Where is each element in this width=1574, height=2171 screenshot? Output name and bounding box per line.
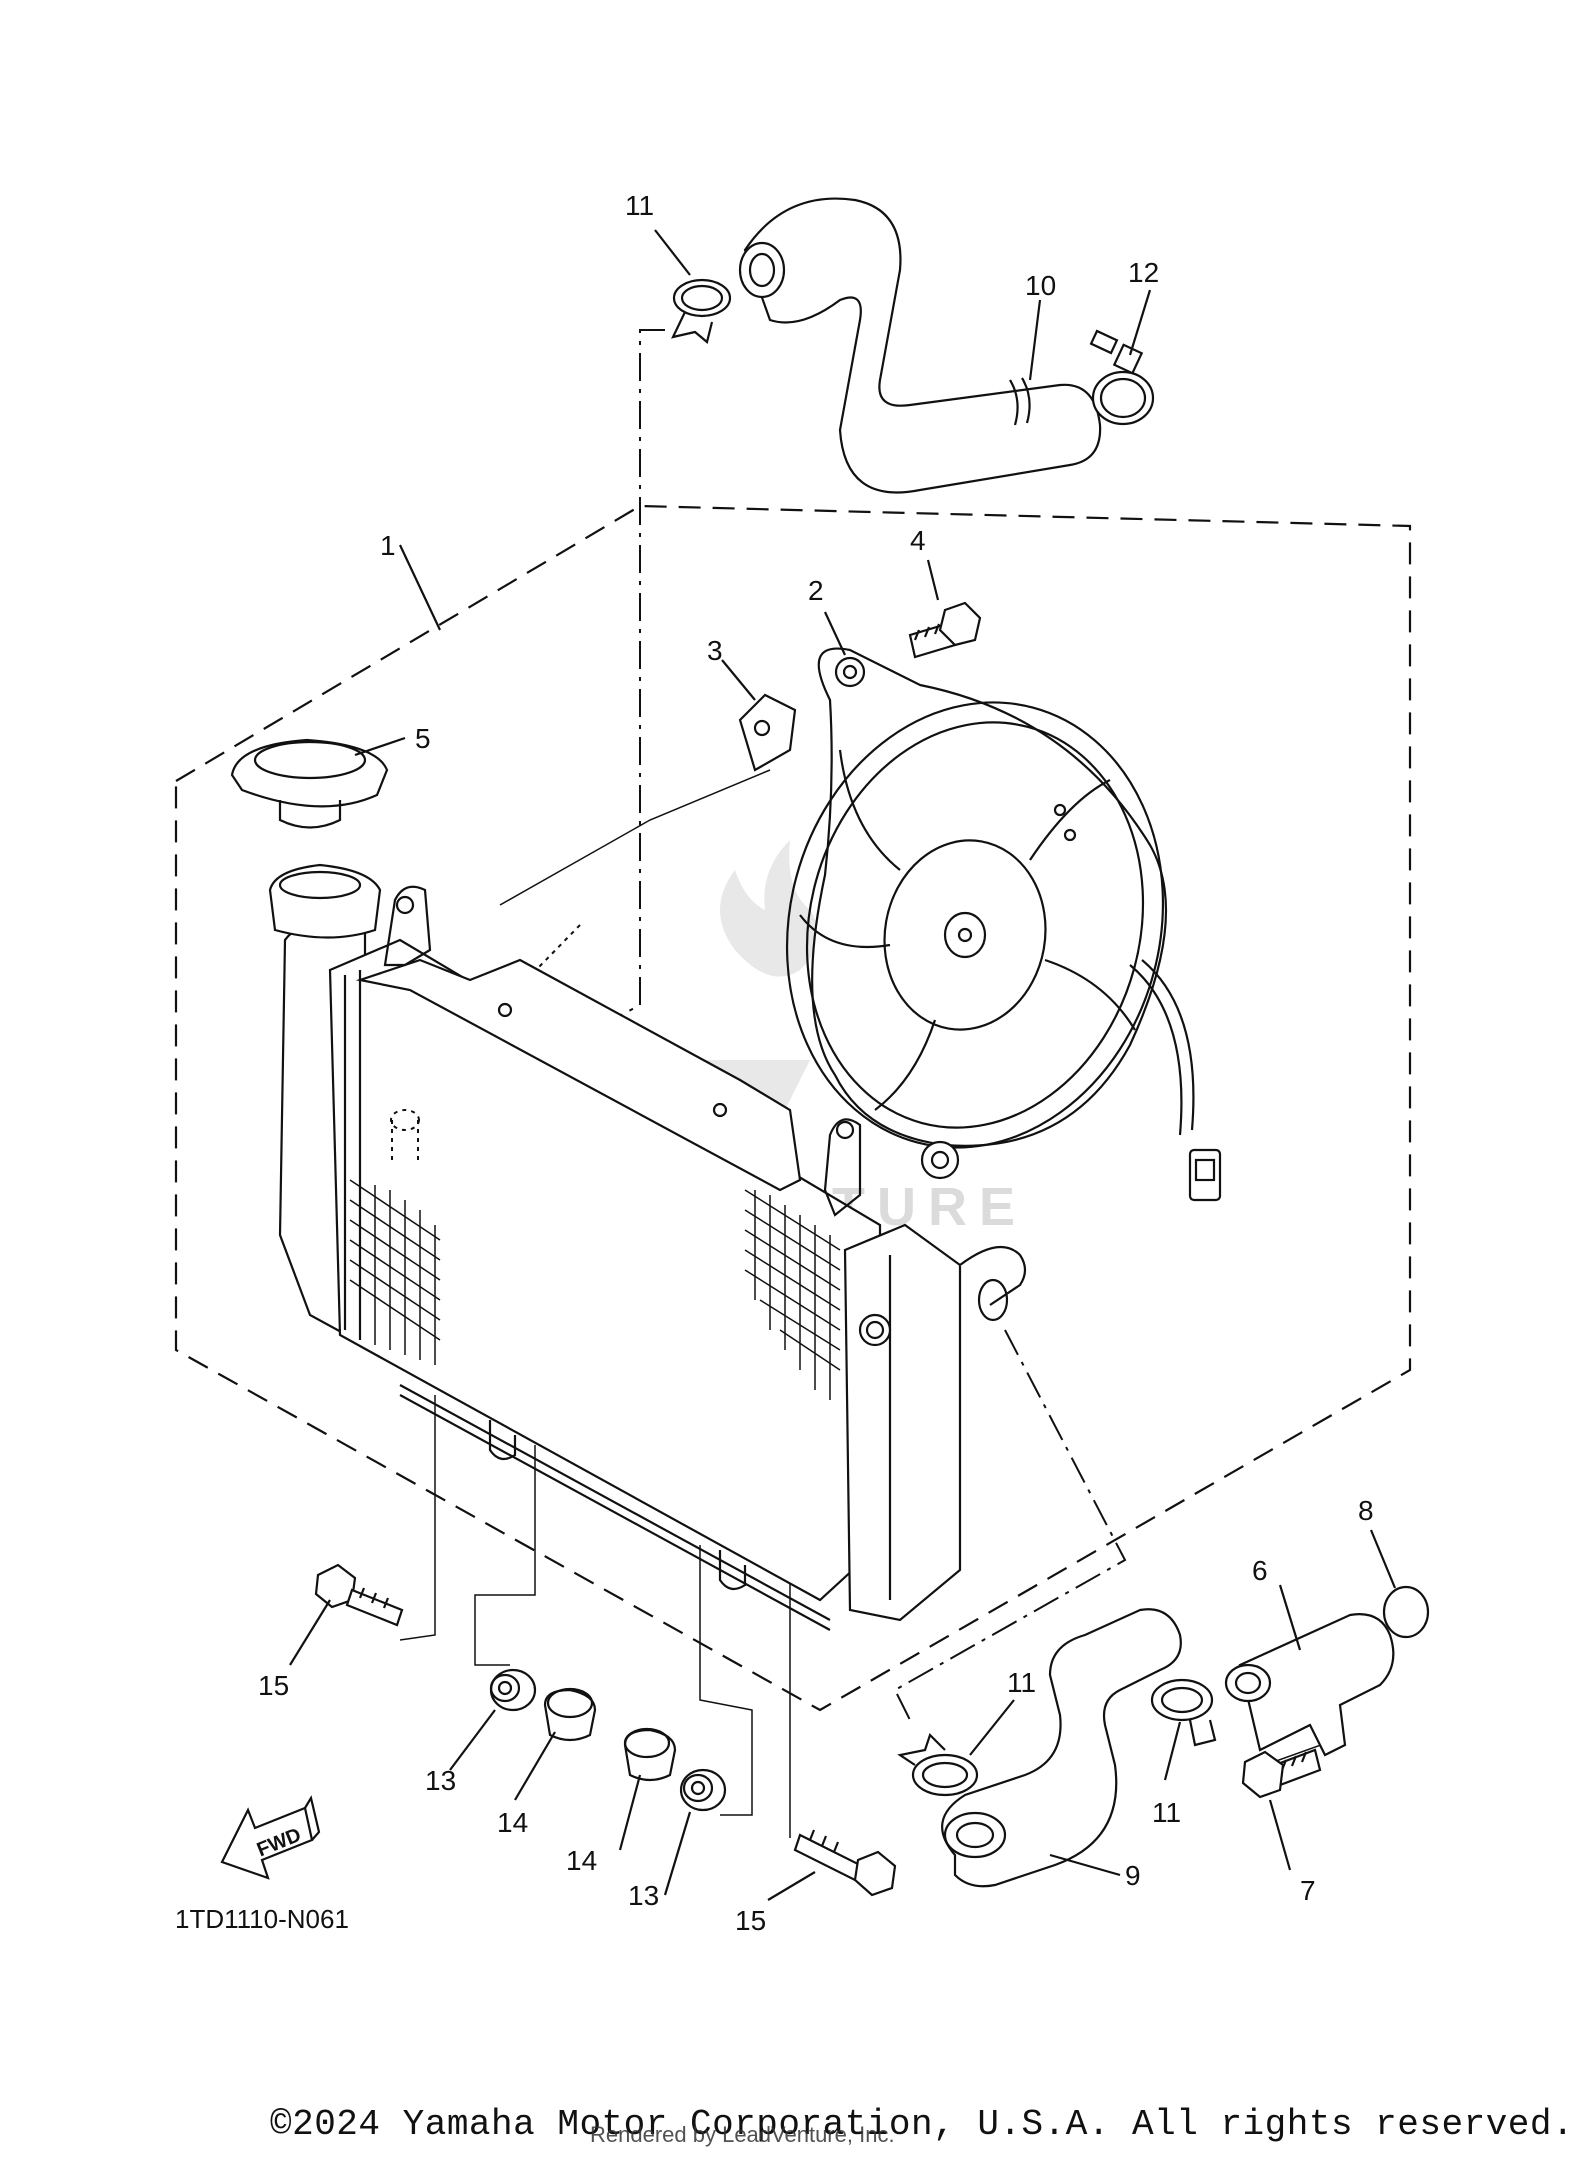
core-mesh-right [744, 1189, 841, 1400]
fan-assembly [785, 647, 1222, 1202]
bolt-7 [1241, 1748, 1322, 1799]
collar-14-left [543, 1687, 597, 1742]
leader-lines [289, 229, 1397, 1901]
callout-15-right: 15 [735, 1905, 766, 1936]
bracket-3 [738, 693, 797, 772]
callout-13-right: 13 [628, 1880, 659, 1911]
fwd-arrow-icon: FWD [220, 1795, 321, 1880]
callout-11-lower-right: 11 [1152, 1797, 1181, 1828]
grommet-13-right [679, 1768, 727, 1812]
callout-8: 8 [1358, 1495, 1374, 1526]
core-mesh-left [349, 1179, 441, 1365]
callout-1: 1 [380, 530, 396, 561]
callout-10: 10 [1025, 270, 1056, 301]
callout-11-top: 11 [625, 190, 654, 221]
callout-labels: 1 2 3 4 5 6 7 8 9 10 11 11 11 12 13 13 1… [258, 190, 1374, 1936]
radiator [278, 885, 1027, 1631]
callout-14-left: 14 [497, 1807, 528, 1838]
radiator-cap [230, 738, 389, 829]
callout-5: 5 [415, 723, 431, 754]
lower-hose [941, 1608, 1182, 1888]
grommet-13-left [489, 1668, 537, 1712]
hose-clamp-12 [1089, 329, 1155, 426]
bolt-4 [908, 601, 982, 659]
callout-11-lower-left: 11 [1007, 1667, 1036, 1698]
collar-14-right [623, 1727, 677, 1782]
upper-hose [738, 197, 1102, 494]
callout-13-left: 13 [425, 1765, 456, 1796]
hose-clamp-lower-left [897, 1732, 979, 1797]
callout-15-left: 15 [258, 1670, 289, 1701]
exploded-view-svg: LEADVENTURE [174, 190, 1430, 1936]
o-ring-8 [1382, 1585, 1430, 1639]
diagram-code: 1TD1110-N061 [175, 1904, 349, 1934]
callout-12: 12 [1128, 257, 1159, 288]
filler-neck [268, 863, 382, 939]
callout-7: 7 [1300, 1875, 1316, 1906]
assembly-outline [174, 504, 1412, 1712]
hose-clamp-top [671, 278, 732, 344]
callout-2: 2 [808, 575, 824, 606]
callout-4: 4 [910, 525, 926, 556]
bolt-15-left [314, 1563, 404, 1627]
parts-diagram: LEADVENTURE [174, 190, 1574, 2147]
hose-clamp-lower-right [1150, 1678, 1217, 1747]
callout-9: 9 [1125, 1860, 1141, 1891]
bolt-15-right [793, 1829, 897, 1897]
callout-3: 3 [707, 635, 723, 666]
callout-14-right: 14 [566, 1845, 597, 1876]
copyright-notice: ©2024 Yamaha Motor Corporation, U.S.A. A… [270, 2104, 1574, 2145]
callout-6: 6 [1252, 1555, 1268, 1586]
pipe-6 [1224, 1613, 1395, 1757]
rendered-by-note: Rendered by LeadVenture, Inc. [590, 2122, 895, 2147]
